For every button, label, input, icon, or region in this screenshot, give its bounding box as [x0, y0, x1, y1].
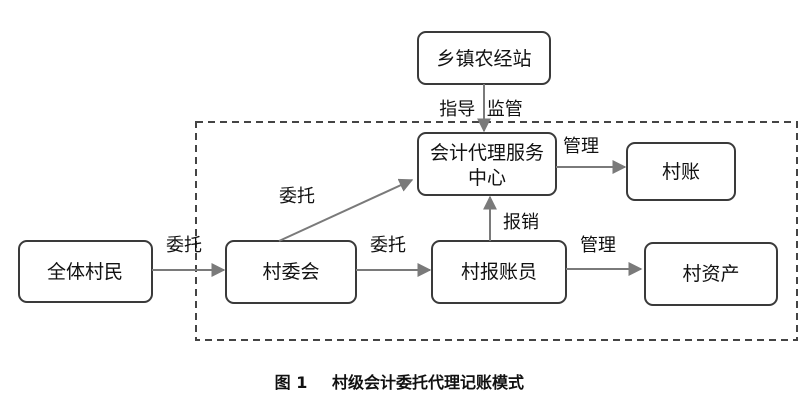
node-village-accounts: 村账: [626, 142, 736, 201]
node-township-station-label: 乡镇农经站: [436, 48, 531, 70]
node-village-assets-label: 村资产: [682, 263, 739, 285]
node-village-assets: 村资产: [644, 242, 778, 306]
edge-label-manage-accounts: 管理: [563, 136, 599, 157]
node-village-committee-label: 村委会: [262, 261, 319, 283]
edge-label-reimburse: 报销: [503, 212, 539, 233]
node-village-reporter: 村报账员: [431, 240, 567, 304]
arrow-committee-to-center: [278, 178, 414, 242]
node-accounting-center: 会计代理服务 中心: [417, 132, 557, 196]
edge-label-entrust-reporter: 委托: [370, 235, 406, 256]
edge-label-manage-assets: 管理: [580, 235, 616, 256]
figure-number: 图 1: [275, 373, 308, 392]
node-all-villagers-label: 全体村民: [47, 261, 123, 283]
edge-label-entrust-center: 委托: [279, 186, 315, 207]
node-village-reporter-label: 村报账员: [461, 261, 537, 283]
node-accounting-center-label-line1: 会计代理服务: [430, 142, 544, 164]
edge-label-guide-supervise: 指导 监管: [439, 99, 522, 120]
node-township-station: 乡镇农经站: [417, 31, 551, 85]
figure-title: 村级会计委托代理记账模式: [332, 373, 524, 392]
edge-label-entrust-committee: 委托: [166, 235, 202, 256]
node-village-accounts-label: 村账: [662, 161, 700, 183]
node-accounting-center-label-line2: 中心: [468, 167, 506, 189]
dashed-boundary-frame: [195, 121, 798, 341]
node-village-committee: 村委会: [225, 240, 357, 304]
node-all-villagers: 全体村民: [18, 240, 153, 303]
